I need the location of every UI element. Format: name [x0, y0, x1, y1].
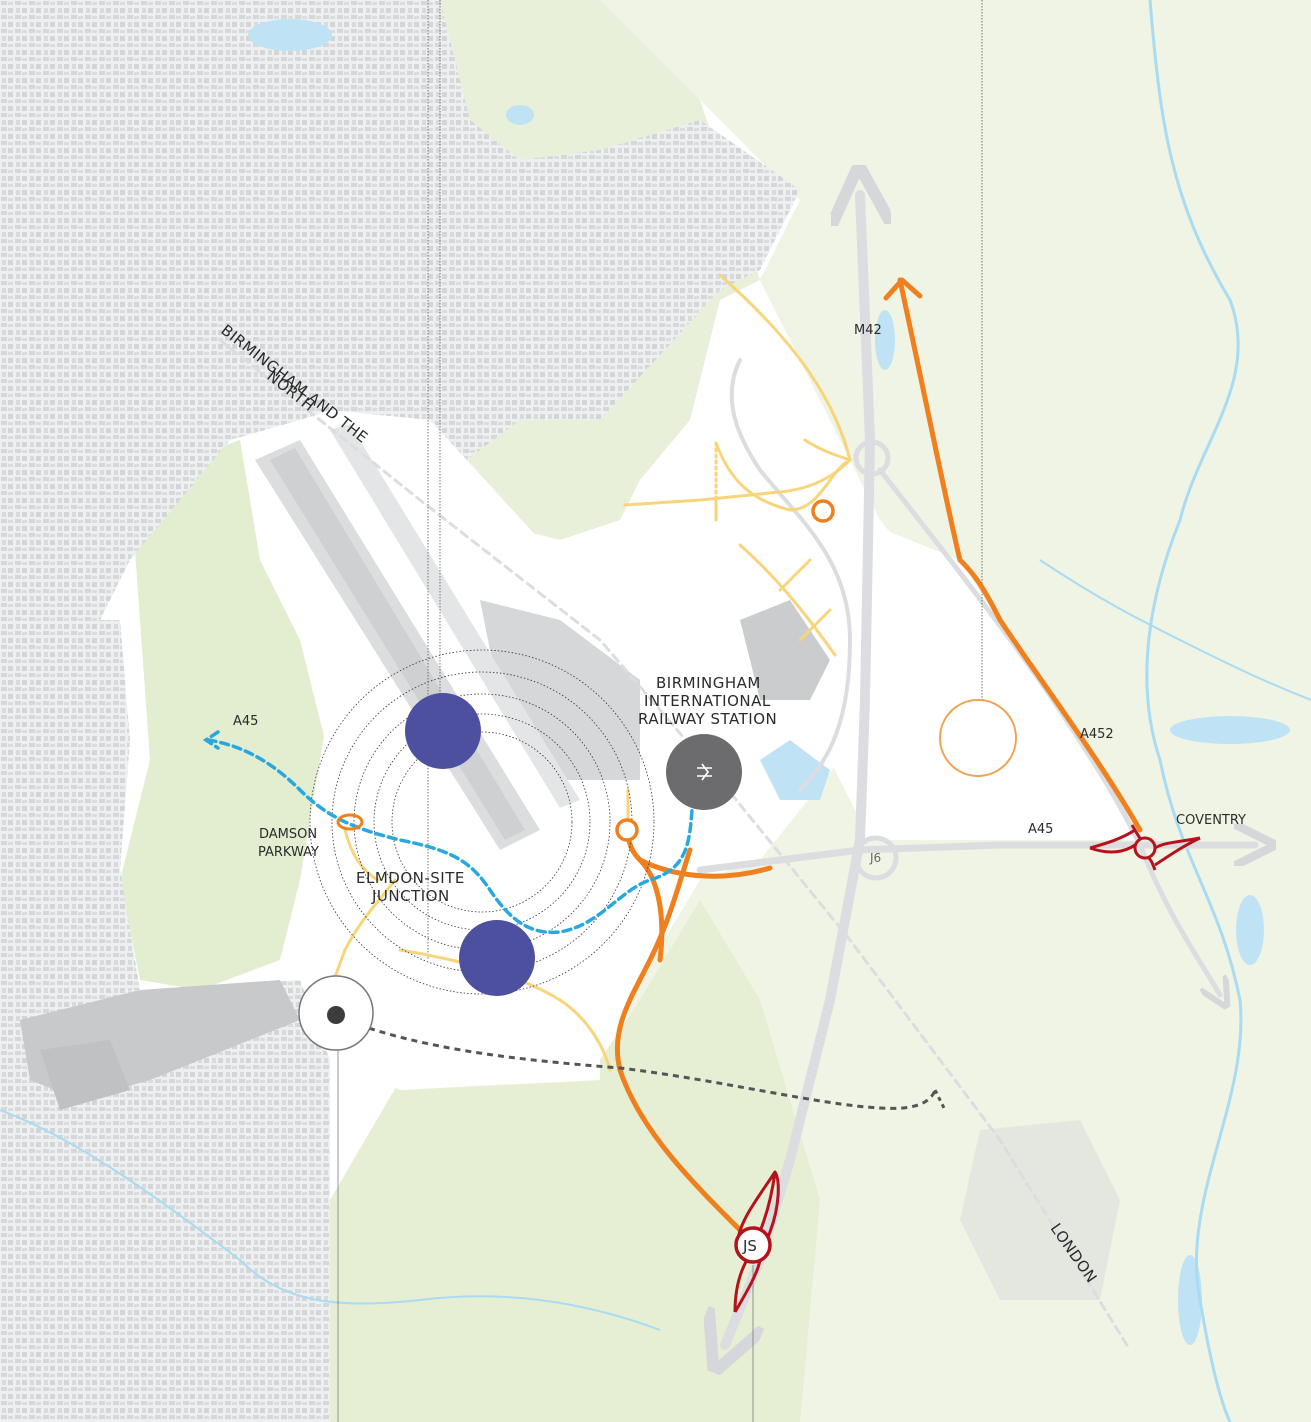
label-elmdon-1: ELMDON-SITE	[356, 869, 465, 887]
people-mover	[202, 730, 695, 935]
lake-east-1	[1170, 716, 1290, 744]
urban-northwest	[0, 0, 800, 640]
cycle-path	[337, 1015, 937, 1110]
node-north	[405, 693, 481, 769]
urban-east-village	[960, 1120, 1120, 1300]
interchange-js	[733, 1170, 780, 1313]
label-m42: M42	[854, 323, 882, 338]
railway-station	[666, 734, 742, 810]
label-station-2: INTERNATIONAL	[644, 692, 771, 710]
a452-route	[897, 277, 1143, 833]
urban-west	[0, 620, 140, 1000]
river-southwest	[0, 1109, 661, 1331]
node-south	[459, 920, 535, 996]
junction-markers	[615, 499, 835, 842]
river-tributary	[1039, 559, 1311, 701]
transport-hub	[298, 975, 374, 1051]
roundabout-icon	[1089, 824, 1201, 871]
perimeter-road	[729, 358, 853, 792]
development-nodes	[405, 693, 535, 996]
m42-triangle-site	[860, 520, 1140, 840]
countryside-south	[330, 900, 820, 1422]
label-damson-1: DAMSON	[259, 827, 317, 842]
label-a452: A452	[1080, 727, 1114, 742]
label-js: JS	[742, 1237, 757, 1255]
terminal-area	[480, 600, 640, 780]
label-damson-2: PARKWAY	[258, 845, 319, 860]
j6-roundabout	[853, 835, 899, 881]
airport-site	[240, 280, 1140, 1090]
road-network	[218, 195, 1255, 1352]
label-elmdon-2: JUNCTION	[371, 887, 450, 905]
rail-icon	[697, 763, 712, 781]
pool-small	[506, 105, 534, 125]
railway-line	[218, 338, 1132, 1352]
local-roads	[330, 273, 852, 1072]
label-a45-west: A45	[233, 714, 258, 729]
pool-north	[248, 19, 332, 51]
label-a45-east: A45	[1028, 822, 1053, 837]
industrial-block-2	[40, 1040, 130, 1110]
southern-link-route	[614, 847, 743, 1233]
label-station-1: BIRMINGHAM	[656, 674, 761, 692]
label-j6: J6	[869, 851, 881, 865]
damson-junction	[336, 813, 364, 831]
river-east	[1145, 0, 1243, 1422]
pond-m42	[875, 310, 895, 370]
development-zone-marker	[939, 699, 1017, 777]
interchange-a45	[1089, 824, 1201, 871]
lake-east-2	[1236, 895, 1264, 965]
label-coventry: COVENTRY	[1176, 813, 1246, 828]
m42-link-east	[877, 467, 1220, 995]
m42-north-roundabout	[853, 439, 891, 477]
lake-south-east	[1178, 1255, 1202, 1345]
label-station-3: RAILWAY STATION	[638, 710, 777, 728]
